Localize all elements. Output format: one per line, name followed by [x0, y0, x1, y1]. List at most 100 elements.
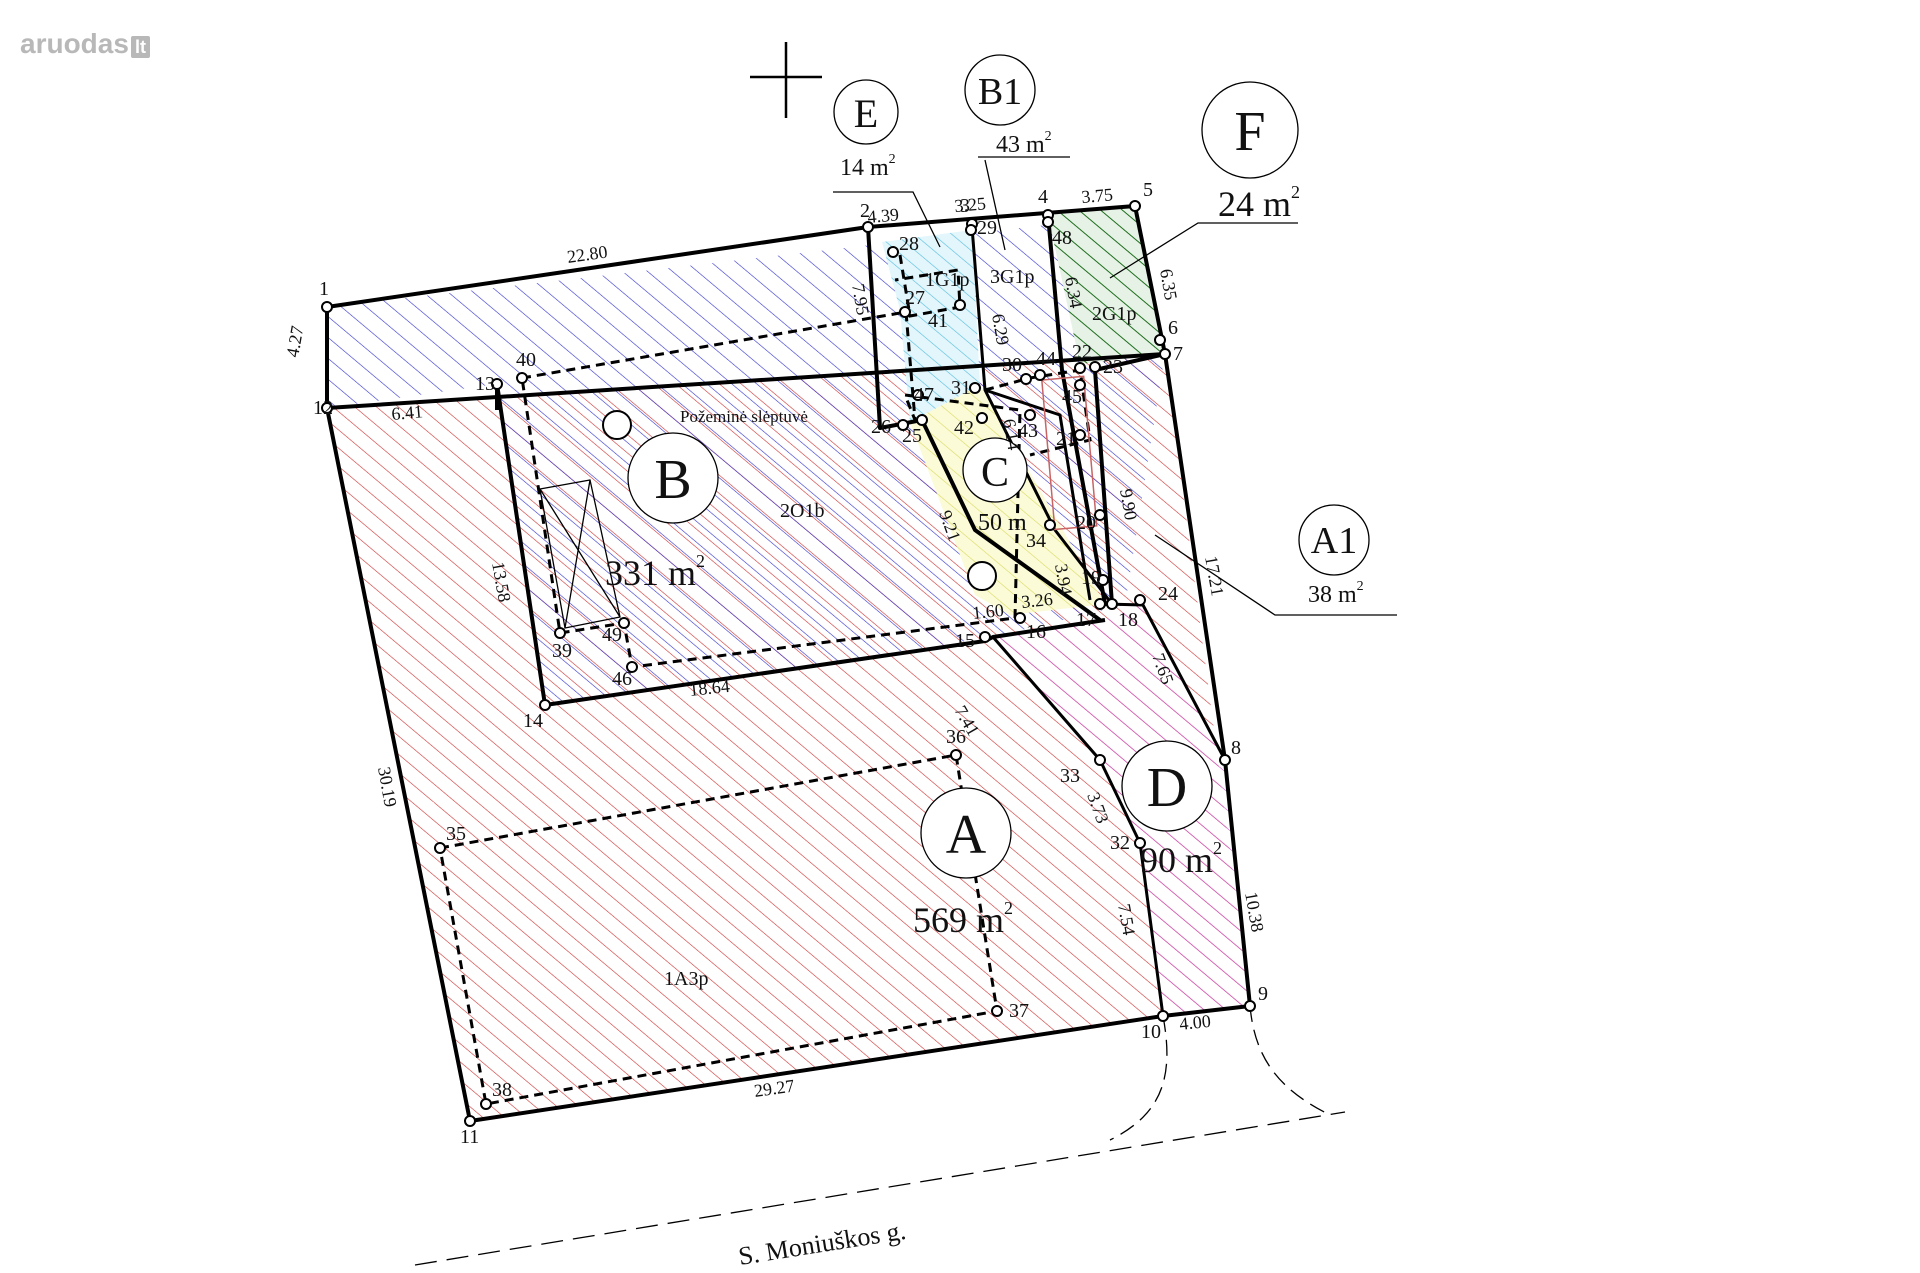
label-D: D [1121, 740, 1213, 832]
dimension-label: 4.39 [867, 204, 900, 227]
underground-label: Požeminė slėptuvė [680, 407, 808, 426]
label-A1: A1 [1298, 504, 1370, 576]
point-marker [1020, 373, 1032, 385]
point-label: 47 [914, 384, 934, 406]
point-label: 1 [319, 278, 329, 300]
leader-E [833, 191, 941, 248]
point-label: 5 [1143, 179, 1153, 201]
label-D-circle [1121, 740, 1213, 832]
point-marker [976, 412, 988, 424]
point-marker [464, 1115, 476, 1127]
point-marker [1219, 754, 1231, 766]
point-marker [554, 627, 566, 639]
label-B-circle [627, 432, 719, 524]
area-B1-value: 43 m [996, 132, 1045, 158]
point-marker [321, 402, 333, 414]
point-marker [1129, 200, 1141, 212]
code-E: 1G1p [925, 269, 969, 291]
area-A1-sup: 2 [1357, 579, 1364, 594]
point-marker [626, 661, 638, 673]
point-label: 16 [1026, 621, 1046, 643]
dimension-label: 6.35 [1156, 267, 1181, 301]
point-label: 4 [1038, 186, 1048, 208]
area-C-value: 50 m [978, 510, 1027, 536]
area-B1-sup: 2 [1045, 129, 1052, 144]
point-marker [491, 378, 503, 390]
point-marker [1094, 598, 1106, 610]
point-label: 13 [475, 373, 495, 395]
point-label: 18 [1118, 609, 1138, 631]
area-B-sup: 2 [696, 551, 705, 571]
point-marker [1074, 429, 1086, 441]
label-E-letter: E [854, 91, 878, 136]
label-F-letter: F [1234, 101, 1265, 163]
area-A1-value: 38 m [1308, 582, 1357, 608]
plot-D-area [993, 605, 1250, 1016]
point-label: 42 [954, 417, 974, 439]
point-marker [899, 306, 911, 318]
inner-line-c [984, 388, 1092, 601]
point-label: 27 [905, 287, 925, 309]
code-A: 1A3p [664, 968, 708, 990]
point-label: 29 [977, 217, 997, 239]
label-B: B [627, 432, 719, 524]
street-name: S. Moniuškos g. [736, 1216, 908, 1271]
entry-curve-2 [1249, 1005, 1331, 1116]
dimension-label: 1.60 [971, 600, 1004, 623]
boundary-divider [326, 352, 1166, 410]
point-marker [1094, 754, 1106, 766]
underground-outline [520, 310, 1022, 669]
area-A-sup: 2 [1004, 898, 1013, 918]
point-label: 14 [523, 710, 543, 732]
label-C: C [962, 437, 1028, 503]
point-marker [887, 246, 899, 258]
label-C-circle [962, 437, 1028, 503]
plot-boundary [325, 204, 1252, 1123]
dimension-label: 6.41 [391, 401, 424, 424]
label-E: E [833, 79, 899, 145]
point-label: 3 [960, 195, 970, 217]
watermark-tld: lt [130, 36, 150, 58]
point-marker [897, 419, 909, 431]
code-B1: 3G1p [990, 266, 1034, 288]
area-B-value: 331 m [605, 553, 696, 593]
point-marker [991, 1005, 1003, 1017]
label-B1-circle [964, 54, 1036, 126]
point-label: 38 [492, 1079, 512, 1101]
point-marker [539, 699, 551, 711]
point-label: 36 [946, 726, 966, 748]
point-label: 6 [1168, 317, 1178, 339]
point-marker [321, 301, 333, 313]
leader-B1 [984, 159, 1006, 251]
point-marker [1244, 1000, 1256, 1012]
point-label: 39 [552, 640, 572, 662]
point-label: 22 [1072, 341, 1092, 363]
point-marker [1024, 409, 1036, 421]
point-label: 21 [1056, 428, 1076, 450]
plot-F-area [1048, 206, 1165, 364]
point-label: 25 [902, 425, 922, 447]
label-F: F [1201, 81, 1299, 179]
point-label: 45 [1062, 386, 1082, 408]
point-marker [1034, 369, 1046, 381]
point-label: 20 [1076, 512, 1096, 534]
point-label: 30 [1002, 354, 1022, 376]
point-label: 19 [1081, 567, 1101, 589]
street-line [414, 1111, 1346, 1266]
area-B: 331 m2 [605, 551, 705, 593]
label-F-circle [1201, 81, 1299, 179]
area-E: 14 m2 [840, 152, 896, 181]
point-label: 31 [951, 377, 971, 399]
label-B-letter: B [654, 449, 691, 511]
point-marker [950, 749, 962, 761]
area-F-value: 24 m [1218, 184, 1291, 224]
area-A1: 38 m2 [1308, 579, 1364, 608]
point-label: 41 [928, 310, 948, 332]
area-D-sup: 2 [1213, 838, 1222, 858]
point-label: 32 [1110, 832, 1130, 854]
code-B: 2O1b [780, 500, 824, 522]
point-label: 24 [1158, 583, 1178, 605]
label-A-letter: A [946, 804, 987, 866]
dimension-label: 3.25 [954, 193, 987, 216]
